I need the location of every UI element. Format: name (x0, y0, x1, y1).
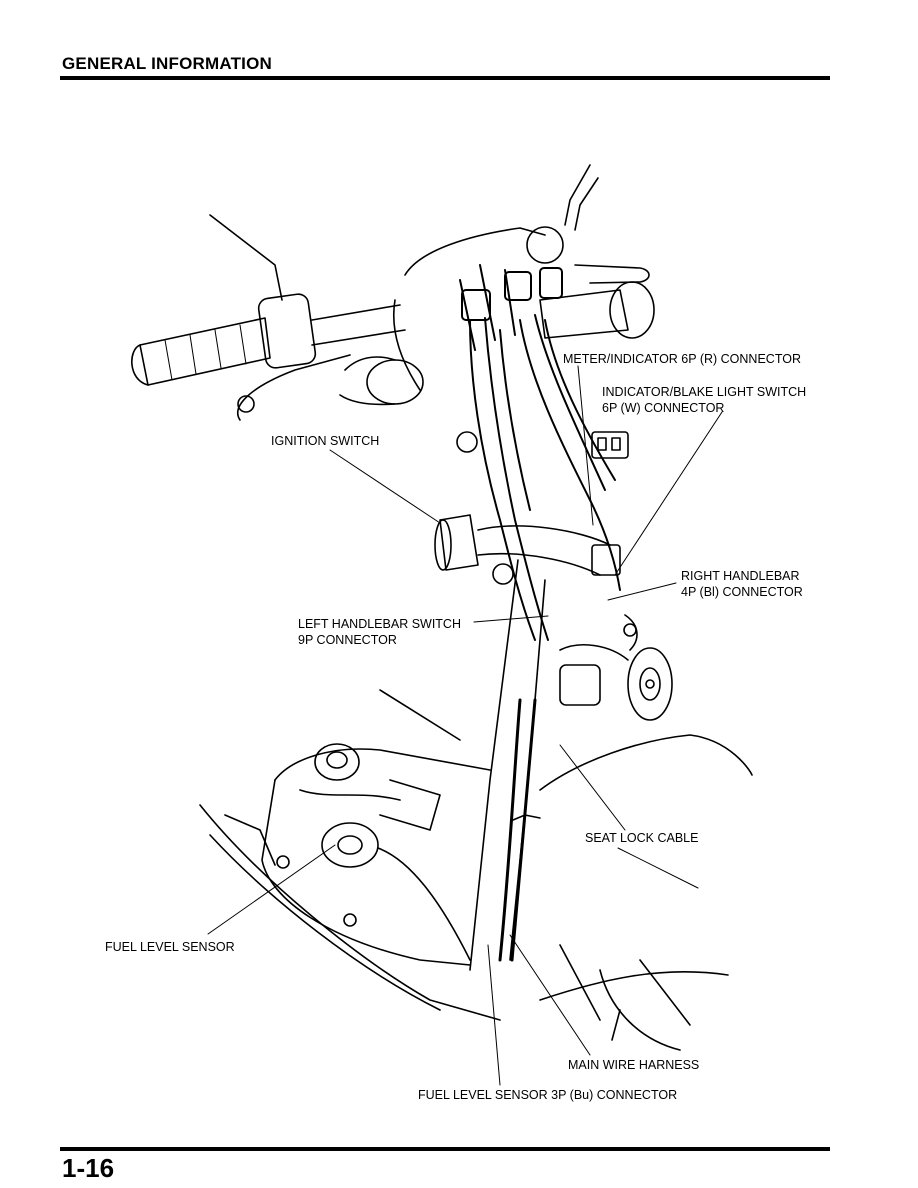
page-header-title: GENERAL INFORMATION (62, 54, 272, 73)
indicator-connector (591, 431, 629, 576)
label-left-handlebar-line1: LEFT HANDLEBAR SWITCH (298, 617, 461, 631)
label-meter-indicator-connector: METER/INDICATOR 6P (R) CONNECTOR (563, 352, 801, 366)
ignition-switch (434, 431, 611, 585)
label-ignition-switch: IGNITION SWITCH (271, 434, 380, 448)
front-cowl (339, 227, 546, 406)
leader-lines (207, 365, 723, 1086)
label-right-handlebar-line1: RIGHT HANDLEBAR (681, 569, 800, 583)
label-fuel-level-sensor-connector: FUEL LEVEL SENSOR 3P (Bu) CONNECTOR (418, 1088, 678, 1102)
label-main-wire-harness: MAIN WIRE HARNESS (568, 1058, 700, 1072)
footer-rule (60, 1147, 830, 1151)
right-handlebar (526, 164, 655, 339)
fuel-tank (261, 743, 491, 966)
label-right-handlebar-line2: 4P (Bl) CONNECTOR (681, 585, 803, 599)
frame-tube (469, 559, 546, 971)
label-indicator-switch-line2: 6P (W) CONNECTOR (602, 401, 725, 415)
label-fuel-level-sensor: FUEL LEVEL SENSOR (105, 940, 235, 954)
label-indicator-switch-line1: INDICATOR/BLAKE LIGHT SWITCH (602, 385, 807, 399)
label-seat-lock-cable: SEAT LOCK CABLE (585, 831, 699, 845)
left-handlebar (131, 214, 406, 421)
body-panels (199, 689, 753, 1051)
horn (559, 614, 673, 721)
header-rule (60, 76, 830, 80)
page-number: 1-16 (62, 1153, 115, 1183)
wire-bundle (459, 264, 621, 641)
label-left-handlebar-line2: 9P CONNECTOR (298, 633, 397, 647)
